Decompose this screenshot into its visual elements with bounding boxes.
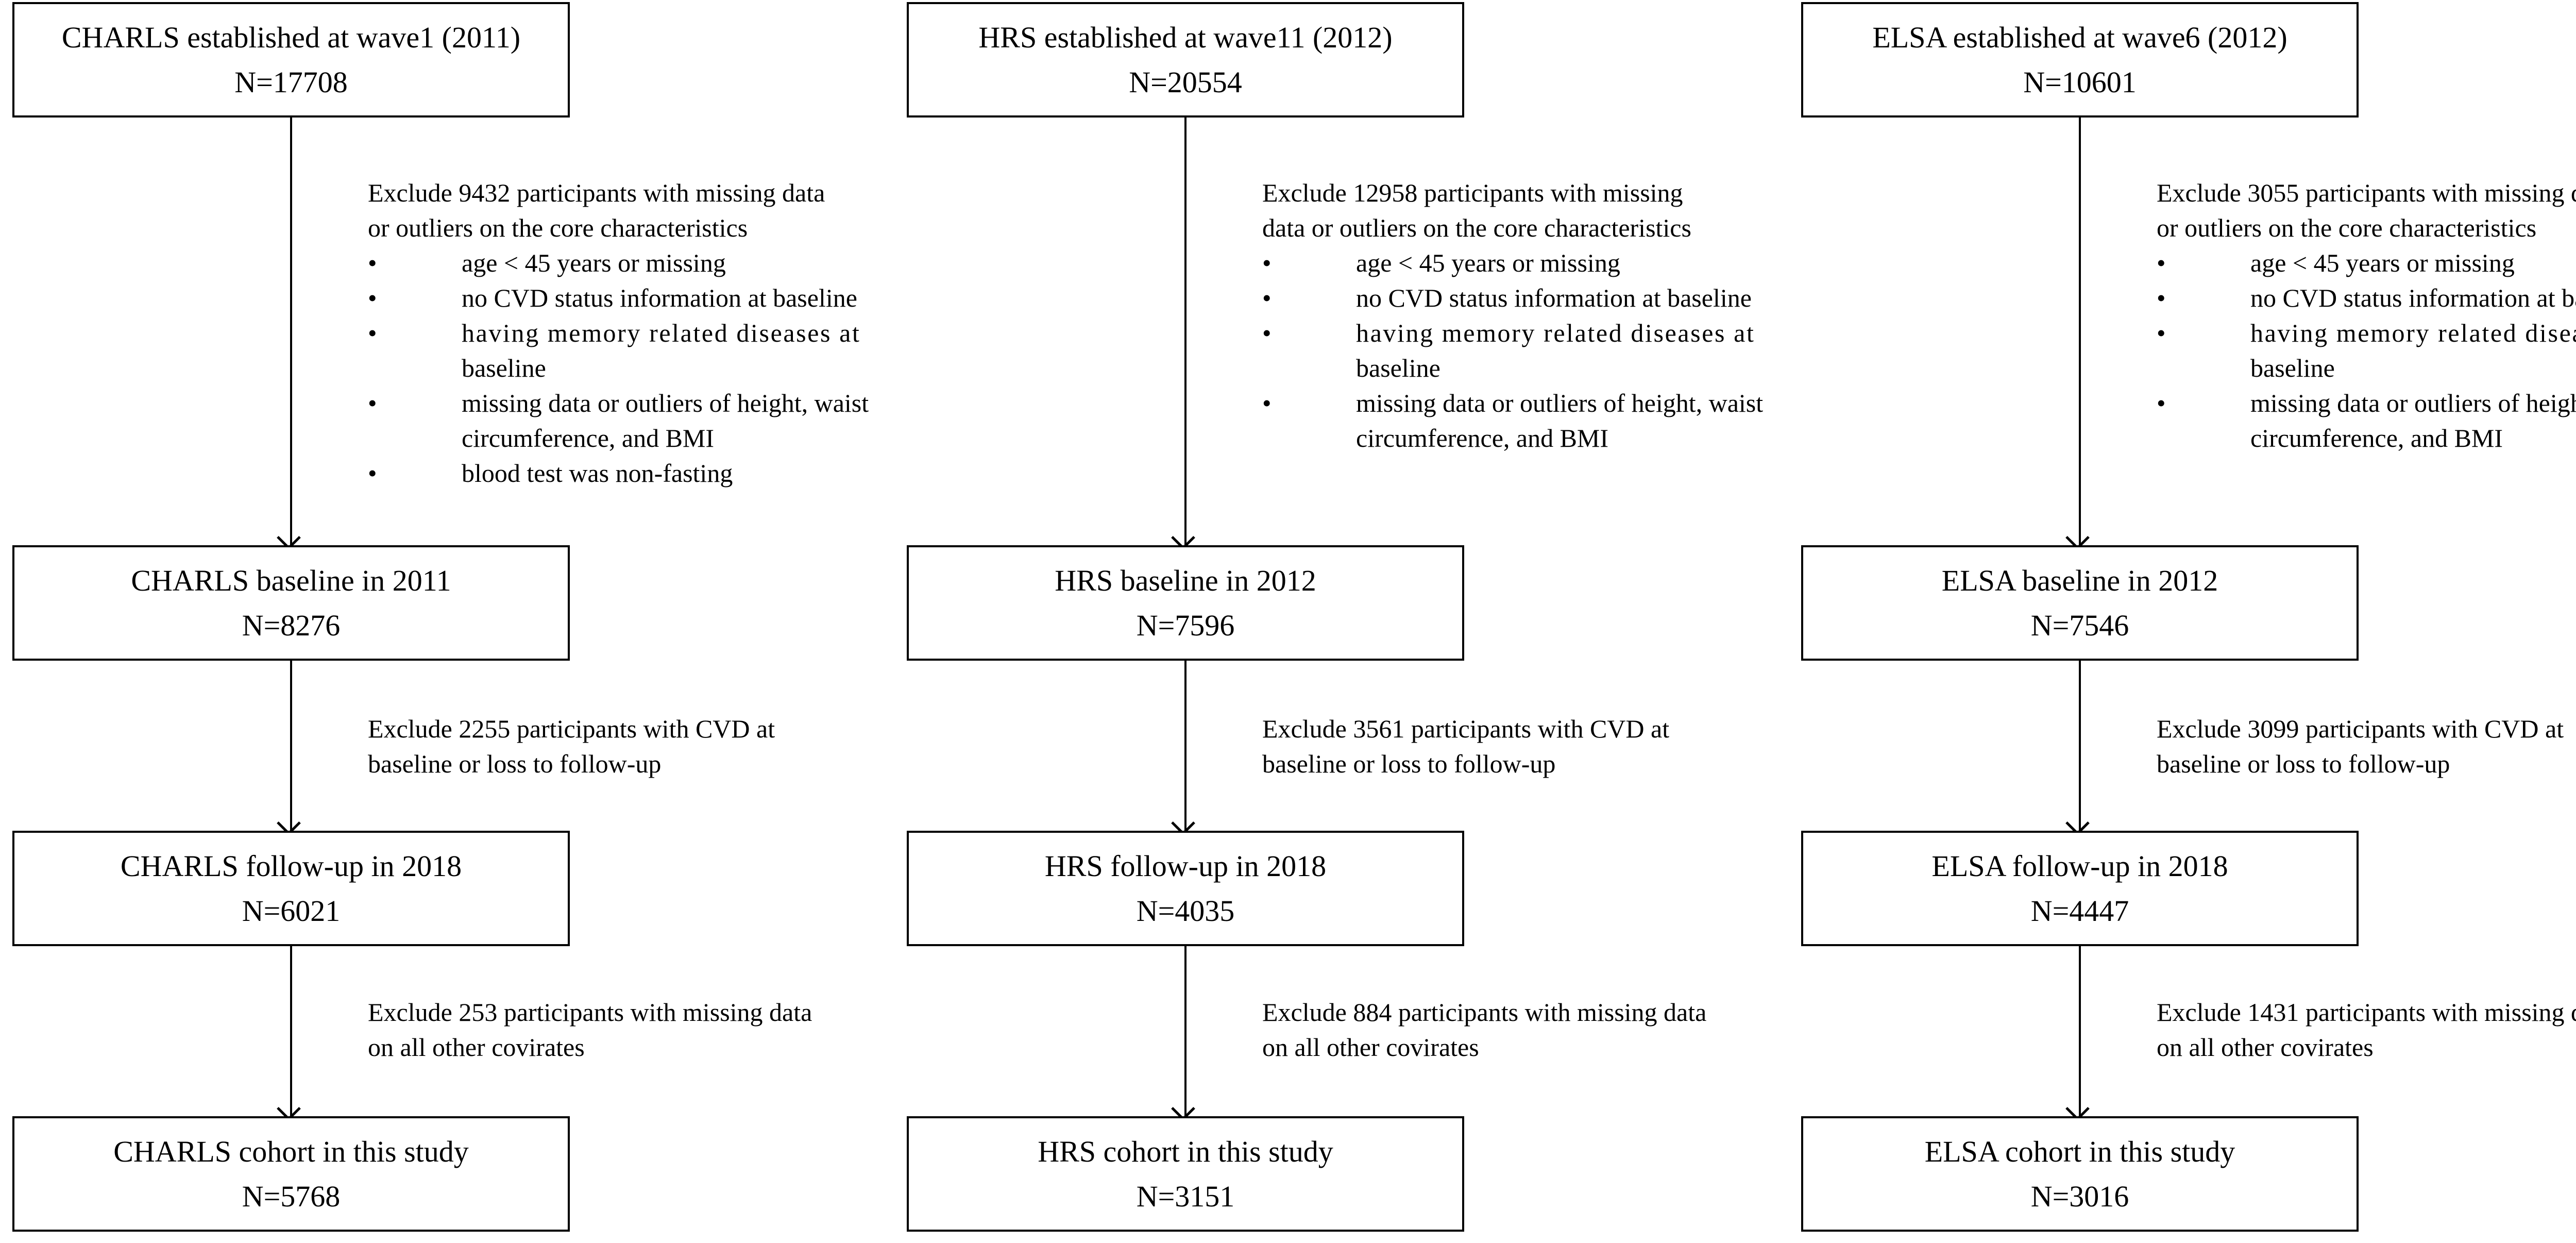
- box-title: ELSA established at wave6 (2012): [1872, 21, 2287, 54]
- box-title: HRS established at wave11 (2012): [978, 21, 1393, 54]
- flow-column-charls: CHARLS established at wave1 (2011) N=177…: [12, 0, 869, 1243]
- flow-column-elsa: ELSA established at wave6 (2012) N=10601…: [1801, 0, 2576, 1243]
- box-elsa-cohort: ELSA cohort in this study N=3016: [1801, 1116, 2359, 1232]
- box-count: N=3016: [2030, 1180, 2129, 1213]
- arrow-down: [290, 661, 292, 831]
- list-item: blood test was non-fasting: [368, 456, 914, 491]
- exclusion-note-core: Exclude 3055 participants with missing d…: [2157, 175, 2576, 456]
- box-count: N=3151: [1136, 1180, 1235, 1213]
- arrow-down: [1184, 661, 1187, 831]
- box-hrs-followup: HRS follow-up in 2018 N=4035: [907, 831, 1464, 946]
- box-title: HRS baseline in 2012: [1055, 564, 1316, 597]
- arrow-down: [290, 946, 292, 1116]
- box-elsa-followup: ELSA follow-up in 2018 N=4447: [1801, 831, 2359, 946]
- list-item: no CVD status information at baseline: [2157, 280, 2576, 315]
- arrow-down: [2079, 661, 2081, 831]
- arrow-down: [1184, 117, 1187, 545]
- box-count: N=20554: [1129, 65, 1242, 99]
- box-count: N=8276: [242, 609, 341, 642]
- box-count: N=7546: [2030, 609, 2129, 642]
- list-item: age < 45 years or missing: [368, 245, 914, 280]
- box-title: HRS follow-up in 2018: [1044, 849, 1327, 883]
- flow-column-hrs: HRS established at wave11 (2012) N=20554…: [907, 0, 1763, 1243]
- box-title: ELSA baseline in 2012: [1941, 564, 2218, 597]
- exclusion-note-covariates: Exclude 253 participants with missing da…: [368, 998, 812, 1062]
- box-title: HRS cohort in this study: [1038, 1135, 1333, 1168]
- exclusion-note-covariates: Exclude 884 participants with missing da…: [1262, 998, 1707, 1062]
- box-charls-followup: CHARLS follow-up in 2018 N=6021: [12, 831, 570, 946]
- list-item: missing data or outliers of height, wais…: [2157, 385, 2576, 456]
- box-title: CHARLS established at wave1 (2011): [61, 21, 521, 54]
- exclusion-criteria-list: age < 45 years or missing no CVD status …: [368, 245, 914, 491]
- list-item: having memory related diseases atbaselin…: [368, 315, 914, 385]
- box-count: N=7596: [1136, 609, 1235, 642]
- box-count: N=17708: [234, 65, 348, 99]
- box-count: N=10601: [2023, 65, 2137, 99]
- list-item: age < 45 years or missing: [2157, 245, 2576, 280]
- box-title: ELSA follow-up in 2018: [1931, 849, 2228, 883]
- exclusion-criteria-list: age < 45 years or missing no CVD status …: [2157, 245, 2576, 456]
- arrow-down: [1184, 946, 1187, 1116]
- list-item: no CVD status information at baseline: [1262, 280, 1808, 315]
- box-count: N=6021: [242, 894, 341, 928]
- arrow-down: [2079, 117, 2081, 545]
- exclusion-note-covariates: Exclude 1431 participants with missing d…: [2157, 998, 2576, 1062]
- box-count: N=4447: [2030, 894, 2129, 928]
- box-charls-cohort: CHARLS cohort in this study N=5768: [12, 1116, 570, 1232]
- arrow-down: [290, 117, 292, 545]
- box-hrs-cohort: HRS cohort in this study N=3151: [907, 1116, 1464, 1232]
- box-title: CHARLS cohort in this study: [113, 1135, 469, 1168]
- list-item: missing data or outliers of height, wais…: [368, 385, 914, 456]
- exclusion-note-core: Exclude 12958 participants with missing …: [1262, 175, 1808, 456]
- list-item: missing data or outliers of height, wais…: [1262, 385, 1808, 456]
- exclusion-note-cvd: Exclude 3561 participants with CVD at ba…: [1262, 714, 1670, 778]
- list-item: no CVD status information at baseline: [368, 280, 914, 315]
- box-title: ELSA cohort in this study: [1924, 1135, 2235, 1168]
- box-elsa-baseline: ELSA baseline in 2012 N=7546: [1801, 545, 2359, 661]
- box-title: CHARLS baseline in 2011: [131, 564, 451, 597]
- box-hrs-established: HRS established at wave11 (2012) N=20554: [907, 2, 1464, 117]
- list-item: age < 45 years or missing: [1262, 245, 1808, 280]
- exclusion-note-cvd: Exclude 3099 participants with CVD at ba…: [2157, 714, 2564, 778]
- box-charls-established: CHARLS established at wave1 (2011) N=177…: [12, 2, 570, 117]
- arrow-down: [2079, 946, 2081, 1116]
- box-charls-baseline: CHARLS baseline in 2011 N=8276: [12, 545, 570, 661]
- list-item: having memory related diseases atbaselin…: [2157, 315, 2576, 385]
- box-count: N=5768: [242, 1180, 341, 1213]
- box-count: N=4035: [1136, 894, 1235, 928]
- exclusion-note-core: Exclude 9432 participants with missing d…: [368, 175, 914, 491]
- exclusion-criteria-list: age < 45 years or missing no CVD status …: [1262, 245, 1808, 456]
- box-elsa-established: ELSA established at wave6 (2012) N=10601: [1801, 2, 2359, 117]
- box-title: CHARLS follow-up in 2018: [120, 849, 462, 883]
- box-hrs-baseline: HRS baseline in 2012 N=7596: [907, 545, 1464, 661]
- list-item: having memory related diseases atbaselin…: [1262, 315, 1808, 385]
- exclusion-note-cvd: Exclude 2255 participants with CVD at ba…: [368, 714, 775, 778]
